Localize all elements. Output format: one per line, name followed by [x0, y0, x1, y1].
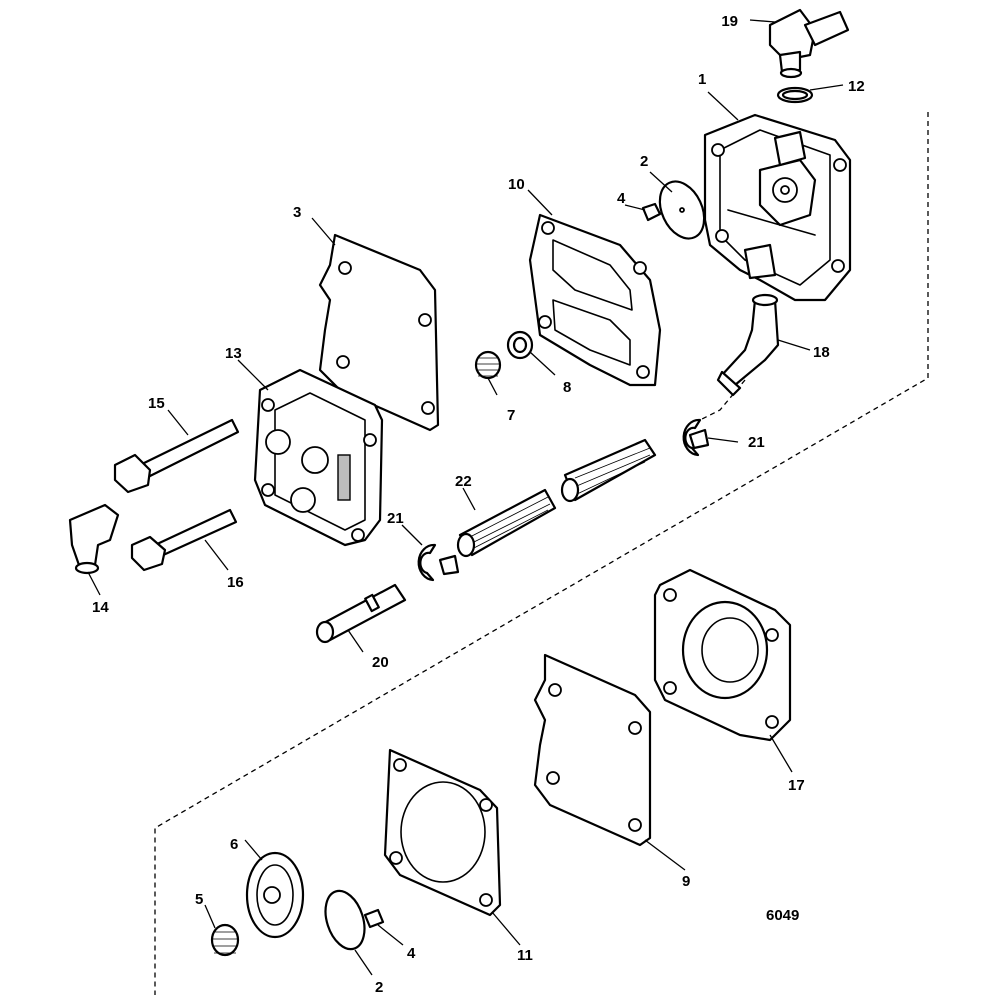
callout-16: 16 [227, 574, 244, 591]
callout-2-upper: 2 [640, 153, 648, 170]
part-10-gasket [528, 213, 662, 387]
part-4-screw-upper [641, 202, 662, 222]
part-11-gasket [383, 748, 502, 917]
part-17-diaphragm-cover [653, 568, 792, 742]
part-7-spring [474, 350, 502, 380]
leader-lines [87, 19, 844, 976]
callout-4-upper: 4 [617, 190, 626, 207]
callout-10: 10 [508, 176, 525, 193]
callout-19: 19 [721, 13, 738, 30]
part-21-clip-left [417, 543, 460, 582]
callout-22: 22 [455, 473, 472, 490]
part-5-spring [210, 923, 240, 957]
part-3-plate-gasket [318, 233, 440, 432]
part-20-tube-fitting [315, 583, 407, 644]
callout-13: 13 [225, 345, 242, 362]
callout-7: 7 [507, 407, 515, 424]
callout-8: 8 [563, 379, 571, 396]
part-6-diaphragm [245, 851, 305, 939]
part-22-screen-filters [456, 438, 657, 558]
part-19-elbow-fitting [768, 8, 850, 79]
part-2-diaphragm-disc-lower [324, 889, 366, 951]
part-12-o-ring [776, 86, 814, 104]
part-4-screw-lower [363, 908, 385, 929]
callout-3: 3 [293, 204, 301, 221]
callout-2-lower: 2 [375, 979, 383, 996]
callout-4-lower: 4 [407, 945, 416, 962]
part-13-cover [253, 368, 384, 547]
callout-15: 15 [148, 395, 165, 412]
callout-9: 9 [682, 873, 690, 890]
part-18-angled-fitting [716, 293, 780, 397]
callout-12: 12 [848, 78, 865, 95]
part-2-diaphragm-disc-upper [658, 180, 706, 240]
callout-20: 20 [372, 654, 389, 671]
part-8-valve [506, 330, 534, 360]
part-1-pump-body [703, 113, 852, 302]
part-9-plate-gasket [533, 653, 652, 847]
callout-21-right: 21 [748, 434, 765, 451]
callout-1: 1 [698, 71, 706, 88]
assembly-boundary [154, 112, 929, 995]
callout-6: 6 [230, 836, 238, 853]
part-21-clip-right [682, 418, 710, 457]
part-14-elbow-fitting [68, 503, 120, 575]
part-16-bolt-lower [130, 508, 238, 572]
callout-5: 5 [195, 891, 203, 908]
callout-11: 11 [517, 947, 533, 964]
callout-18: 18 [813, 344, 830, 361]
callout-14: 14 [92, 599, 109, 616]
callout-21-left: 21 [387, 510, 404, 527]
part-15-bolt-upper [113, 418, 240, 494]
reference-number: 6049 [766, 907, 799, 924]
callout-17: 17 [788, 777, 805, 794]
